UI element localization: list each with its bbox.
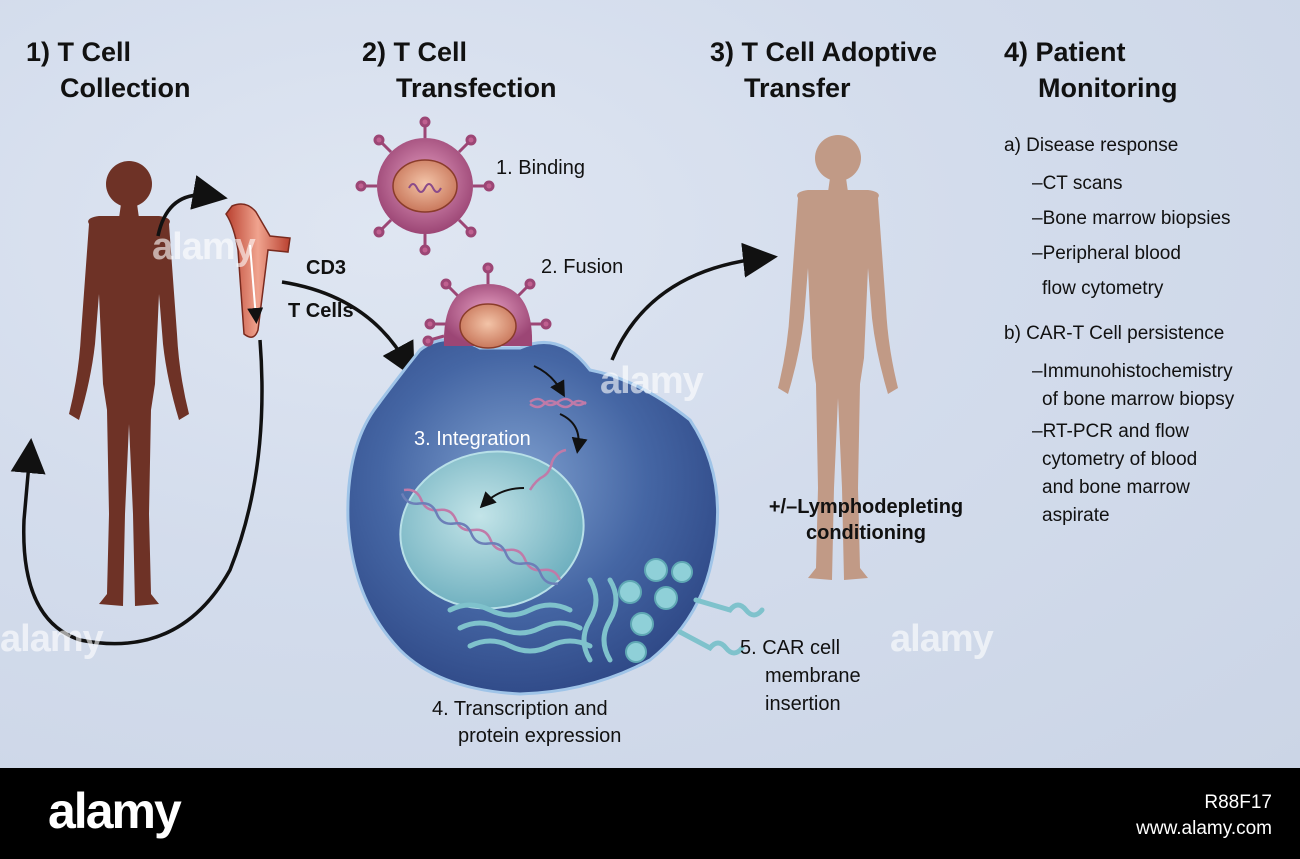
monitoring-item: flow cytometry [1042,278,1164,299]
transcription-label: 4. Transcription and protein expression [432,696,621,750]
watermark: alamy [0,618,104,660]
monitoring-item: cytometry of blood [1042,449,1198,470]
step3-heading-line2: Transfer [744,73,851,103]
car-insertion-label: 5. CAR cell membrane insertion [740,634,861,718]
footer-url: www.alamy.com [1136,818,1272,839]
virus-binding [355,116,495,256]
step2-heading: 2) T Cell Transfection [362,34,557,106]
car-insertion-line3: insertion [765,693,841,715]
conditioning-line2: conditioning [806,522,926,544]
alamy-logo: alamy [48,783,182,839]
transcription-label-line2: protein expression [458,725,622,747]
fusion-label: 2. Fusion [541,256,624,278]
monitoring-item: –Immunohistochemistry [1032,361,1233,382]
step3-heading: 3) T Cell Adoptive Transfer [710,34,937,106]
footer-bar: alamy R88F17 www.alamy.com [0,768,1300,859]
monitoring-item: –CT scans [1032,173,1123,194]
binding-label: 1. Binding [496,157,585,179]
step4-heading: 4) Patient Monitoring [1004,34,1177,106]
monitoring-list: a) Disease response –CT scans –Bone marr… [1004,132,1234,530]
step2-heading-line1: 2) T Cell [362,37,468,67]
step1-heading: 1) T Cell Collection [26,34,191,106]
monitoring-item: –Peripheral blood [1032,243,1181,264]
watermark: alamy [890,618,994,660]
monitoring-item: aspirate [1042,505,1110,526]
car-t-persistence-items: –Immunohistochemistry of bone marrow bio… [1004,358,1234,530]
illustration [10,116,898,696]
monitoring-item: –RT-PCR and flow [1032,421,1189,442]
watermark: alamy [152,226,256,268]
vesicles [618,558,693,663]
integration-label: 3. Integration [414,428,531,450]
car-t-persistence-title: b) CAR-T Cell persistence [1004,323,1225,344]
disease-response-items: –CT scans –Bone marrow biopsies –Periphe… [1004,166,1234,306]
image-code: R88F17 [1204,792,1272,813]
car-insertion-line2: membrane [765,665,861,687]
monitoring-item: and bone marrow [1042,477,1190,498]
conditioning-label: +/–Lymphodepleting conditioning [766,494,966,546]
step1-heading-line1: 1) T Cell [26,37,132,67]
transfection-arrows [479,365,588,509]
collection-loop-arrows [10,175,415,646]
monitoring-item: –Bone marrow biopsies [1032,208,1231,229]
virus-fusion [422,262,552,349]
diagram-canvas: 1) T Cell Collection 2) T Cell Transfect… [0,0,1300,768]
car-insertion-line1: 5. CAR cell [740,637,841,659]
t-cells-label: T Cells [288,300,354,322]
disease-response-title: a) Disease response [1004,135,1179,156]
step2-heading-line2: Transfection [396,73,557,103]
step1-heading-line2: Collection [60,73,191,103]
conditioning-line1: +/–Lymphodepleting [768,496,964,518]
er-membranes [447,577,619,663]
watermark: alamy [600,360,704,402]
step4-heading-line2: Monitoring [1038,73,1178,103]
car-receptors [677,597,765,656]
monitoring-item: of bone marrow biopsy [1042,389,1235,410]
dna [400,397,587,585]
cd3-label: CD3 [306,257,347,279]
blood-vessel [225,203,291,338]
step4-heading-line1: 4) Patient [1004,37,1126,67]
transcription-label-line1: 4. Transcription and [432,698,608,720]
step3-heading-line1: 3) T Cell Adoptive [710,37,938,67]
t-cell [346,262,765,696]
transfer-arrow [610,242,778,361]
